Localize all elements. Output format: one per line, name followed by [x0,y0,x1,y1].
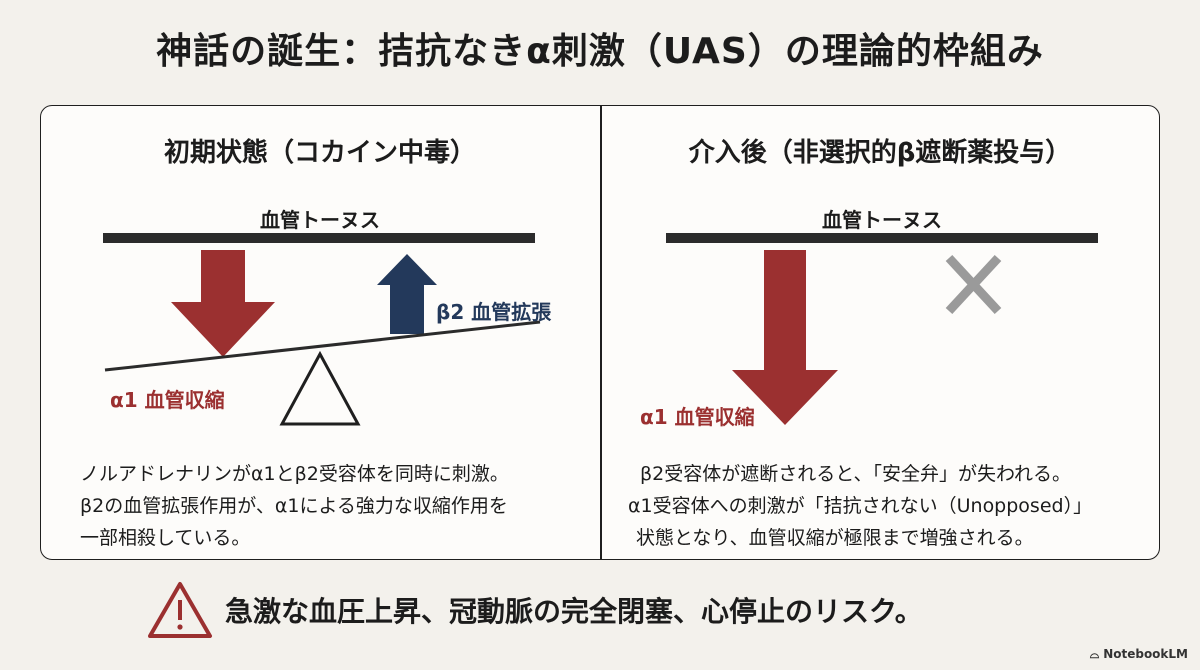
beta2-blocked-x-icon [945,254,1002,315]
notebooklm-brand: ⌓NotebookLM [1089,647,1188,661]
right-tone-label: 血管トーヌス [822,208,942,232]
risk-warning-text: 急激な血圧上昇、冠動脈の完全閉塞、心停止のリスク。 [225,595,923,628]
right-tone-bar [666,233,1098,243]
left-panel-heading: 初期状態（コカイン中毒） [163,138,476,168]
alpha1-label-left: α1 血管収縮 [110,388,225,412]
beta2-up-arrow [377,254,437,334]
page-title: 神話の誕生：拮抗なきα刺激（UAS）の理論的枠組み [156,31,1044,72]
right-panel-heading: 介入後（非選択的β遮断薬投与） [688,138,1072,168]
notebooklm-logo-icon: ⌓ [1089,647,1100,661]
left-tone-bar [103,233,535,243]
alpha1-label-right: α1 血管収縮 [640,405,755,429]
alpha1-amplified-down-arrow [732,250,838,425]
right-body-text: β2受容体が遮断されると、「安全弁」が失われる。α1受容体への刺激が「拮抗されな… [628,463,1093,549]
panel-divider [600,106,602,559]
warning-triangle-icon [148,582,212,638]
beta2-label: β2 血管拡張 [436,300,552,324]
seesaw-beam [104,320,541,372]
left-body-text: ノルアドレナリンがα1とβ2受容体を同時に刺激。β2の血管拡張作用が、α1による… [80,463,509,549]
left-tone-label: 血管トーヌス [260,208,380,232]
alpha1-down-arrow [171,250,275,357]
seesaw-fulcrum [279,350,361,426]
